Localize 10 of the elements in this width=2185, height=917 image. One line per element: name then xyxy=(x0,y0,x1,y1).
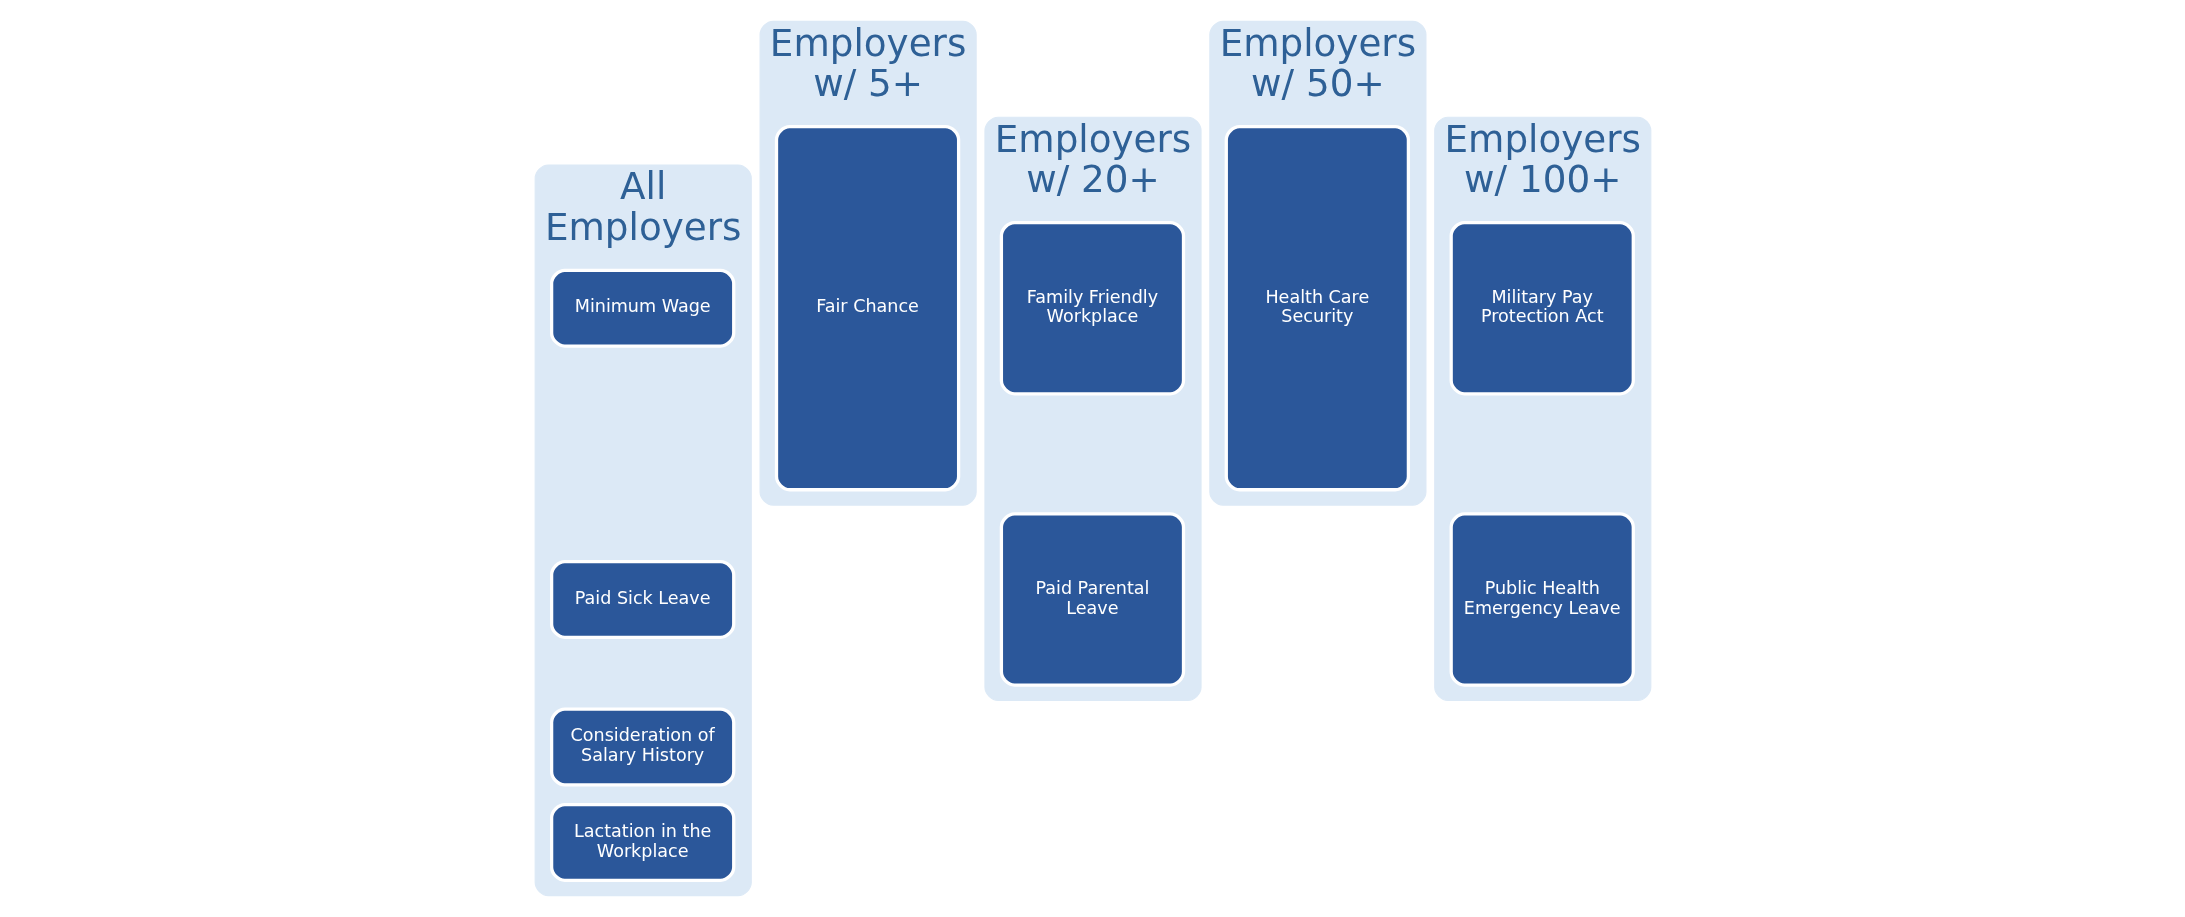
node-box: Paid Sick Leave xyxy=(549,559,735,639)
node-box: Public Health Emergency Leave xyxy=(1449,512,1635,687)
node-box: Health Care Security xyxy=(1224,125,1410,492)
node-box: Fair Chance xyxy=(774,125,960,492)
node-box: Family Friendly Workplace xyxy=(999,221,1185,396)
node-box: Minimum Wage xyxy=(549,268,735,348)
node-box: Consideration of Salary History xyxy=(549,707,735,787)
node-box: Paid Parental Leave xyxy=(999,512,1185,687)
node-box: Lactation in the Workplace xyxy=(549,802,735,882)
node-box: Military Pay Protection Act xyxy=(1449,221,1635,396)
